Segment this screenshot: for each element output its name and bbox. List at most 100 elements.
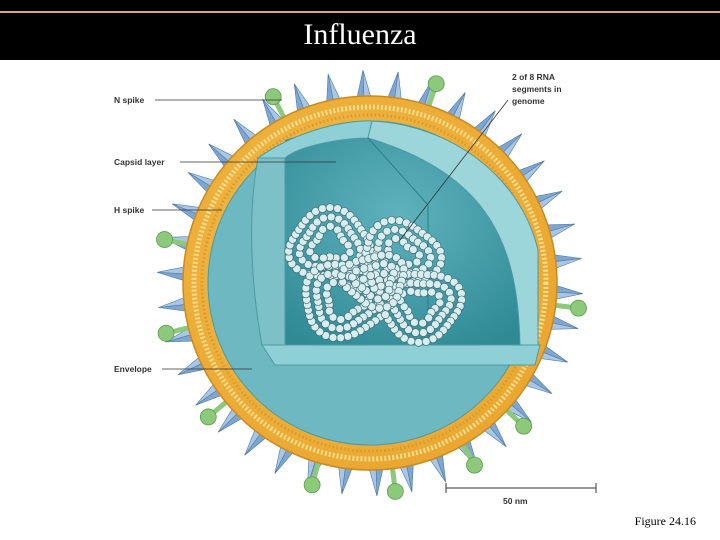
title-accent-line xyxy=(0,11,720,13)
rna-bead xyxy=(303,260,313,269)
rna-bead xyxy=(316,262,325,272)
rna-bead xyxy=(414,338,423,347)
rna-bead xyxy=(357,283,367,292)
rna-bead xyxy=(325,306,334,316)
rna-bead xyxy=(377,231,386,241)
rna-bead xyxy=(408,245,418,254)
capsid-cut-left xyxy=(251,157,286,346)
cutaway-edge xyxy=(367,137,429,206)
rna-bead xyxy=(345,259,354,269)
rna-bead xyxy=(440,282,449,292)
n-spike-head xyxy=(156,231,173,248)
n-spike-head xyxy=(264,88,282,106)
scale-bar xyxy=(445,483,597,493)
rna-bead xyxy=(384,250,394,260)
rna-bead xyxy=(371,261,381,270)
n-spike-head xyxy=(570,299,587,317)
rna-bead xyxy=(382,302,392,312)
slide-title: Influenza xyxy=(303,18,417,51)
rna-bead xyxy=(318,225,328,234)
rna-bead xyxy=(319,213,328,223)
rna-bead xyxy=(325,221,335,231)
rna-bead xyxy=(381,292,390,301)
rna-bead xyxy=(410,318,419,327)
label-rna-line3: genome xyxy=(512,96,545,106)
rna-bead xyxy=(343,332,353,341)
rna-bead xyxy=(342,322,352,332)
rna-bead xyxy=(424,313,434,323)
envelope-bead-ring xyxy=(191,104,549,462)
rna-bead xyxy=(317,273,326,283)
label-n-spike: N spike xyxy=(114,95,145,105)
rna-bead xyxy=(390,225,400,234)
rna-bead xyxy=(326,212,336,222)
n-spike-head xyxy=(427,75,445,93)
n-spike-head xyxy=(386,483,404,500)
rna-bead xyxy=(330,260,340,269)
title-bar xyxy=(0,0,720,60)
rna-bead xyxy=(319,253,328,263)
rna-bead xyxy=(392,253,401,263)
rna-bead xyxy=(418,318,428,328)
rna-bead xyxy=(366,271,376,280)
label-envelope: Envelope xyxy=(114,364,152,374)
rna-bead xyxy=(339,264,349,274)
rna-bead xyxy=(328,333,338,342)
rna-bead xyxy=(345,247,355,257)
rna-bead xyxy=(381,310,390,319)
rna-bead xyxy=(318,204,327,213)
rna-bead xyxy=(343,240,353,250)
rna-bead xyxy=(343,312,353,321)
n-spike-head xyxy=(199,408,217,426)
rna-bead xyxy=(375,303,384,313)
rna-bead xyxy=(312,217,322,227)
rna-bead xyxy=(348,272,357,282)
scale-bar-label: 50 nm xyxy=(503,496,528,506)
rna-bead xyxy=(323,270,333,279)
rna-bead xyxy=(384,238,394,248)
rna-bead xyxy=(382,226,392,236)
rna-segments xyxy=(284,203,467,347)
rna-bead xyxy=(419,288,429,298)
rna-bead xyxy=(373,294,383,304)
rna-bead xyxy=(351,266,361,276)
rna-bead xyxy=(399,302,409,312)
n-spike-head xyxy=(466,456,483,474)
rna-bead xyxy=(391,234,401,243)
rna-bead xyxy=(336,315,346,324)
rna-bead xyxy=(323,260,333,270)
label-leader-lines xyxy=(152,99,509,370)
rna-bead xyxy=(379,259,389,268)
n-spike-head xyxy=(303,476,321,494)
leader-rna xyxy=(399,99,509,241)
rna-bead xyxy=(406,286,416,296)
rna-bead xyxy=(421,337,431,346)
rna-bead xyxy=(425,279,435,289)
rna-bead xyxy=(377,250,386,260)
rna-bead xyxy=(427,287,436,297)
rna-bead xyxy=(435,298,445,308)
label-capsid-layer: Capsid layer xyxy=(114,157,165,167)
rna-bead xyxy=(321,319,330,329)
rna-bead xyxy=(325,203,335,212)
label-rna-line1: 2 of 8 RNA xyxy=(512,72,555,82)
rna-bead xyxy=(379,217,389,227)
rna-bead xyxy=(387,215,397,225)
rna-bead xyxy=(334,214,344,224)
rna-bead xyxy=(373,221,383,231)
rna-bead xyxy=(359,264,369,273)
label-h-spike: H spike xyxy=(114,205,145,215)
rna-bead xyxy=(322,282,332,292)
rna-bead xyxy=(388,298,398,308)
rna-bead xyxy=(424,259,434,269)
n-spike-head xyxy=(515,417,533,435)
rna-bead xyxy=(412,257,422,267)
rna-bead xyxy=(329,278,338,287)
rna-bead xyxy=(419,328,428,337)
label-rna-line2: segments in xyxy=(512,84,562,94)
rna-bead xyxy=(434,291,444,301)
capsid-cut-bottom xyxy=(261,344,541,366)
figure-caption: Figure 24.16 xyxy=(634,514,696,528)
rna-bead xyxy=(327,323,337,332)
